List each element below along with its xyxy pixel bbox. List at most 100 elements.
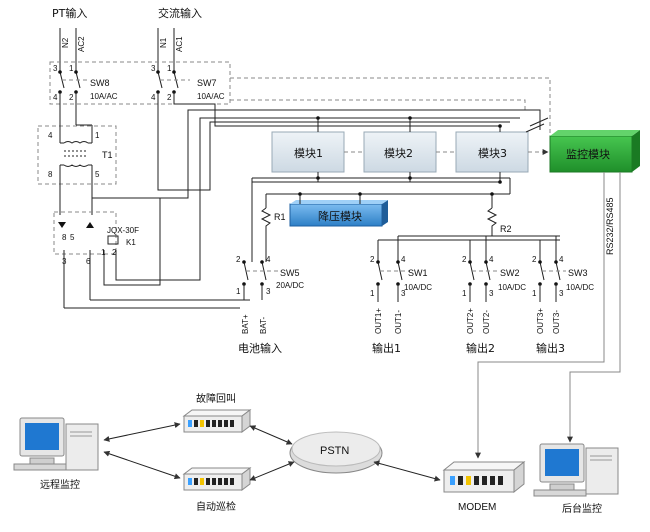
module-2-box: 模块2 [363, 131, 437, 173]
sw5-pin3: 3 [266, 287, 271, 296]
sw5-pin4: 4 [266, 255, 271, 264]
sw2-rating: 10A/DC [498, 283, 526, 292]
switch-frame-top [49, 61, 231, 105]
sw1-pin3: 3 [401, 289, 406, 298]
r1-label: R1 [274, 212, 286, 222]
sw2-pin4: 4 [489, 255, 494, 264]
out2-plus-label: OUT2+ [466, 308, 475, 334]
module-1-label: 模块1 [294, 147, 323, 160]
relay-diodes [58, 222, 94, 228]
t1-transformer [59, 92, 93, 215]
sw2-switch [468, 260, 498, 302]
modem-label: MODEM [458, 502, 496, 513]
sw3-pin2: 2 [532, 255, 537, 264]
n1-label: N1 [159, 37, 168, 48]
monitor-link [525, 117, 549, 133]
relay-model: JQX-30F [107, 226, 139, 235]
sw5-pin2: 2 [236, 255, 241, 264]
relay-frame [53, 211, 117, 255]
relay-coil-icon [107, 235, 119, 245]
sw5-switch [242, 240, 278, 300]
network-links [103, 422, 441, 482]
relay-k1: K1 [126, 238, 136, 247]
t1-pin5: 5 [95, 170, 100, 179]
bat-plus-label: BAT+ [241, 314, 250, 334]
sw2-label: SW2 [500, 268, 520, 278]
sw8-pin2: 2 [69, 93, 74, 102]
monitor-to-backend-line [567, 172, 621, 443]
input-wires [59, 28, 175, 72]
sw7-pin2: 2 [167, 93, 172, 102]
module-1-box: 模块1 [271, 131, 345, 173]
ac1-label: AC1 [175, 36, 184, 52]
module-2-label: 模块2 [384, 147, 413, 160]
modem-device [442, 460, 526, 494]
buck-module-label: 降压模块 [318, 209, 362, 223]
sw1-pin4: 4 [401, 255, 406, 264]
sw8-switch [58, 70, 90, 94]
remote-monitor-label: 远程监控 [40, 478, 80, 491]
module-3-box: 模块3 [455, 131, 529, 173]
sw5-rating: 20A/DC [276, 281, 304, 290]
out1-plus-label: OUT1+ [374, 308, 383, 334]
pstn-label: PSTN [320, 445, 349, 457]
monitor-to-modem-line [475, 172, 605, 459]
monitor-module-label: 监控模块 [566, 147, 610, 161]
r2-label: R2 [500, 224, 512, 234]
sw2-pin3: 3 [489, 289, 494, 298]
relay-pin6: 6 [86, 257, 91, 266]
t1-label: T1 [102, 150, 113, 160]
sw8-rating: 10A/AC [90, 92, 118, 101]
sw3-switch [538, 260, 566, 302]
control-dashed-lines [230, 77, 551, 135]
buck-wires [265, 192, 510, 208]
relay-pin2: 2 [112, 248, 117, 257]
sw1-pin1: 1 [370, 289, 375, 298]
sw2-pin2: 2 [462, 255, 467, 264]
rs232-label: RS232/RS485 [605, 197, 615, 255]
t1-pin4: 4 [48, 131, 53, 140]
sw8-pin3: 3 [53, 64, 58, 73]
sw8-pin1: 1 [69, 64, 74, 73]
sw1-pin2: 2 [370, 255, 375, 264]
output-1-title: 输出1 [372, 341, 401, 355]
out3-plus-label: OUT3+ [536, 308, 545, 334]
n2-label: N2 [61, 37, 70, 48]
relay-wires [63, 92, 541, 309]
remote-computer-icon [13, 417, 99, 471]
ac2-label: AC2 [77, 36, 86, 52]
pt-input-title: PT输入 [52, 6, 87, 20]
t1-frame [37, 125, 117, 185]
t1-pin8: 8 [48, 170, 53, 179]
output-bus [377, 226, 560, 262]
auto-inspect-label: 自动巡检 [196, 500, 236, 513]
r1-resistor [260, 207, 272, 240]
relay-pin5: 5 [70, 233, 75, 242]
auto-inspect-device [182, 467, 252, 491]
out3-minus-label: OUT3- [552, 310, 561, 334]
sw8-label: SW8 [90, 78, 110, 88]
fault-callback-device [182, 409, 252, 433]
t1-pin1: 1 [95, 131, 100, 140]
battery-input-title: 电池输入 [238, 341, 282, 355]
sw7-switch [156, 70, 190, 94]
module-3-label: 模块3 [478, 147, 507, 160]
ac-input-title: 交流输入 [158, 6, 202, 20]
sw7-rating: 10A/AC [197, 92, 225, 101]
sw2-pin1: 1 [462, 289, 467, 298]
sw3-rating: 10A/DC [566, 283, 594, 292]
monitor-module-box: 监控模块 [549, 130, 640, 173]
sw3-label: SW3 [568, 268, 588, 278]
out1-minus-label: OUT1- [394, 310, 403, 334]
sw7-label: SW7 [197, 78, 217, 88]
backend-computer-icon [533, 443, 619, 497]
bat-minus-label: BAT- [259, 316, 268, 334]
fault-callback-label: 故障回叫 [196, 392, 236, 405]
module-bus [251, 116, 520, 262]
sw3-pin4: 4 [559, 255, 564, 264]
sw5-pin1: 1 [236, 287, 241, 296]
sw7-pin1: 1 [167, 64, 172, 73]
sw8-pin4: 4 [53, 93, 58, 102]
sw1-switch [376, 260, 410, 302]
sw3-pin3: 3 [559, 289, 564, 298]
